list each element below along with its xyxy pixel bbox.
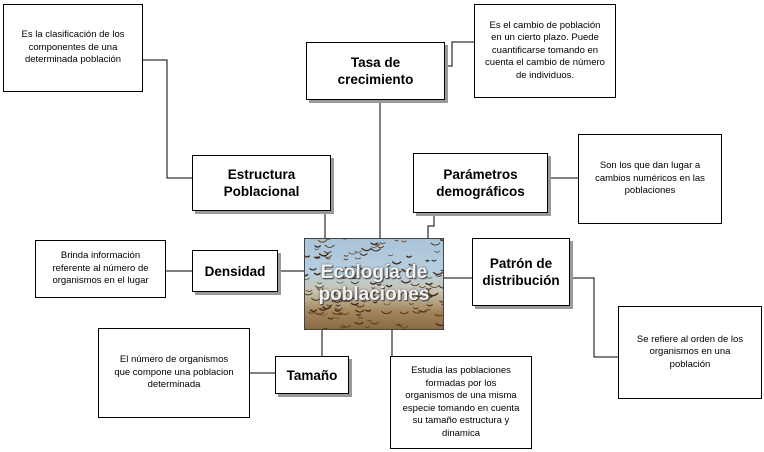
connector-patron-desc [570, 277, 618, 358]
center-description-box: Estudia las poblaciones formadas por los… [390, 356, 532, 449]
tamano-concept-label: Tamaño [286, 367, 338, 383]
patron-description-box: Se refiere al orden de los organismos en… [618, 306, 762, 399]
parametros-description-text: Son los que dan lugar a cambios numérico… [595, 160, 705, 197]
patron-description-text: Se refiere al orden de los organismos en… [636, 333, 744, 370]
estructura-concept-label: Estructura Poblacional [223, 167, 300, 199]
parametros-concept-label: Parámetros demográficos [436, 167, 525, 199]
densidad-description-box: Brinda información referente al número d… [35, 240, 166, 298]
parametros-description-box: Son los que dan lugar a cambios numérico… [578, 134, 722, 224]
tasa-concept-label: Tasa de crecimiento [337, 55, 414, 87]
connector-estructura-desc [143, 59, 192, 179]
tamano-description-text: El número de organismos que compone una … [114, 354, 234, 391]
flock-of-birds-photo [305, 239, 443, 329]
densidad-description-text: Brinda información referente al número d… [52, 250, 149, 287]
connector-tasa-desc [445, 41, 474, 67]
patron-concept-label: Patrón de distribución [482, 256, 560, 288]
tasa-description-box: Es el cambio de población en un cierto p… [474, 4, 616, 98]
center-image-box: Ecología de poblaciones [304, 238, 444, 330]
patron-concept-box: Patrón de distribución [472, 238, 570, 306]
tamano-description-box: El número de organismos que compone una … [98, 328, 250, 418]
densidad-concept-box: Densidad [192, 250, 278, 292]
tasa-description-text: Es el cambio de población en un cierto p… [485, 19, 605, 81]
densidad-concept-label: Densidad [204, 263, 266, 279]
center-description-text: Estudia las poblaciones formadas por los… [402, 365, 520, 439]
tasa-concept-box: Tasa de crecimiento [306, 42, 445, 100]
parametros-concept-box: Parámetros demográficos [413, 153, 548, 213]
tamano-concept-box: Tamaño [275, 356, 349, 394]
connector-parametros-center [427, 213, 435, 238]
center-title: Ecología de poblaciones [318, 262, 430, 305]
estructura-concept-box: Estructura Poblacional [192, 155, 331, 211]
estructura-description-box: Es la clasificación de los componentes d… [3, 4, 143, 92]
estructura-description-text: Es la clasificación de los componentes d… [21, 29, 125, 66]
